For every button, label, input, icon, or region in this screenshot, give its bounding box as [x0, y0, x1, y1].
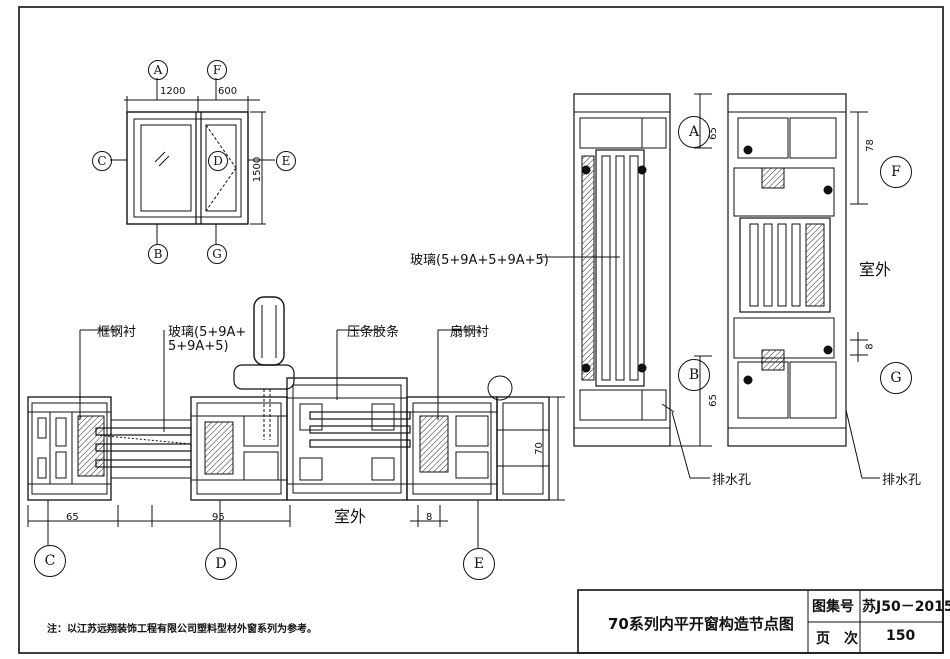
page-number-value: 150 — [886, 628, 916, 644]
marker-section-f: F — [880, 156, 912, 188]
label-sash-steel: 扇钢衬 — [450, 325, 490, 340]
marker-elev-a: A — [148, 60, 168, 80]
marker-section-d: D — [205, 548, 237, 580]
vertical-section-ab — [540, 93, 712, 479]
label-outdoor-v: 室外 — [859, 260, 892, 279]
title-block — [577, 589, 944, 654]
label-glass-h: 玻璃(5+9A+ — [168, 325, 247, 340]
marker-section-b: B — [678, 359, 710, 391]
marker-elev-g: G — [207, 244, 227, 264]
atlas-number-label: 图集号 — [812, 599, 854, 615]
atlas-number-value: 苏J50－2015 — [862, 599, 950, 615]
window-elevation — [110, 78, 275, 244]
marker-section-c: C — [34, 545, 66, 577]
label-outdoor-h: 室外 — [334, 507, 367, 526]
dim-65-h: 65 — [66, 512, 79, 523]
horizontal-section — [27, 296, 565, 548]
label-frame-steel: 框钢衬 — [97, 325, 137, 340]
elev-dim-1200: 1200 — [160, 86, 186, 97]
elev-dim-600: 600 — [218, 86, 238, 97]
dim-8-vg: 8 — [864, 343, 876, 350]
label-glass-h2: 5+9A+5) — [168, 339, 229, 354]
page-number-label: 页 次 — [816, 631, 858, 647]
label-glass-v: 玻璃(5+9A+5+9A+5) — [410, 253, 549, 268]
marker-elev-d: D — [208, 151, 228, 171]
marker-section-g: G — [880, 362, 912, 394]
marker-elev-b: B — [148, 244, 168, 264]
drawing-title: 70系列内平开窗构造节点图 — [608, 615, 794, 633]
label-bead-strip: 压条胶条 — [347, 325, 400, 340]
marker-section-e: E — [463, 548, 495, 580]
marker-section-a: A — [678, 116, 710, 148]
dim-70-h: 70 — [533, 442, 545, 455]
sheet-border — [18, 6, 944, 654]
vertical-section-fg — [727, 93, 880, 479]
marker-elev-c: C — [92, 151, 112, 171]
label-drain-right: 排水孔 — [882, 473, 922, 488]
marker-elev-e: E — [276, 151, 296, 171]
footnote: 注：以江苏远翔装饰工程有限公司塑料型材外窗系列为参考。 — [47, 624, 317, 635]
dim-95-h: 95 — [212, 512, 225, 523]
marker-elev-f: F — [207, 60, 227, 80]
label-drain-left: 排水孔 — [712, 473, 752, 488]
elev-dim-1500: 1500 — [252, 156, 264, 183]
dim-78-vf: 78 — [864, 139, 876, 152]
dim-65-vb: 65 — [707, 394, 719, 407]
dim-8-h: 8 — [426, 512, 433, 523]
